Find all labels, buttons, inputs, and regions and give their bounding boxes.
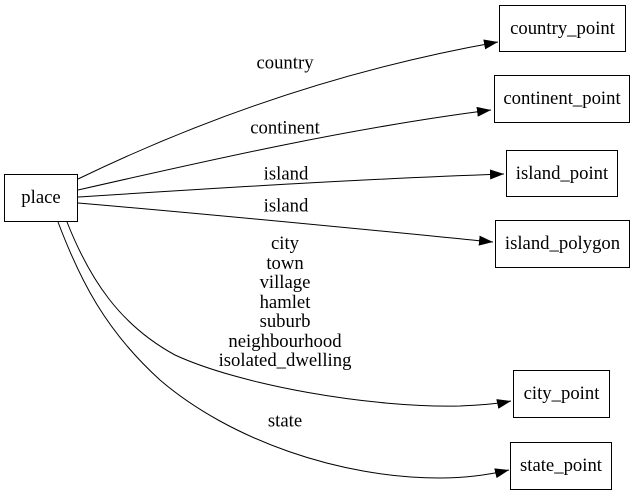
edge-label-island-2: island	[263, 195, 309, 217]
node-place: place	[4, 174, 78, 222]
node-city-point: city_point	[513, 370, 610, 418]
node-country-point: country_point	[499, 5, 626, 52]
edge-label-city-group: city town village hamlet suburb neighbou…	[219, 234, 352, 371]
edge-label-state: state	[267, 410, 303, 432]
node-island-point: island_point	[506, 150, 618, 197]
edge-label-line-town: town	[266, 252, 304, 274]
edge-label-continent: continent	[250, 117, 320, 139]
edge-label-line-neighbourhood: neighbourhood	[228, 330, 342, 352]
edge-place-country-point	[77, 39, 499, 180]
edge-place-island-polygon	[77, 202, 494, 246]
edge-place-continent-point	[77, 106, 492, 191]
edge-label-line-suburb: suburb	[259, 310, 311, 332]
edge-place-state-point	[57, 221, 510, 479]
edge-place-island-point	[77, 169, 505, 198]
edge-place-city-point	[66, 221, 512, 409]
edge-label-island-1: island	[263, 163, 309, 185]
edge-label-country: country	[256, 52, 314, 74]
edge-label-line-isolated-dwelling: isolated_dwelling	[218, 349, 352, 371]
edge-label-line-hamlet: hamlet	[259, 291, 311, 313]
node-island-polygon: island_polygon	[495, 220, 630, 268]
edge-label-line-village: village	[259, 271, 311, 293]
node-continent-point: continent_point	[494, 75, 630, 123]
edge-label-line-city: city	[270, 232, 300, 254]
node-state-point: state_point	[510, 442, 612, 490]
